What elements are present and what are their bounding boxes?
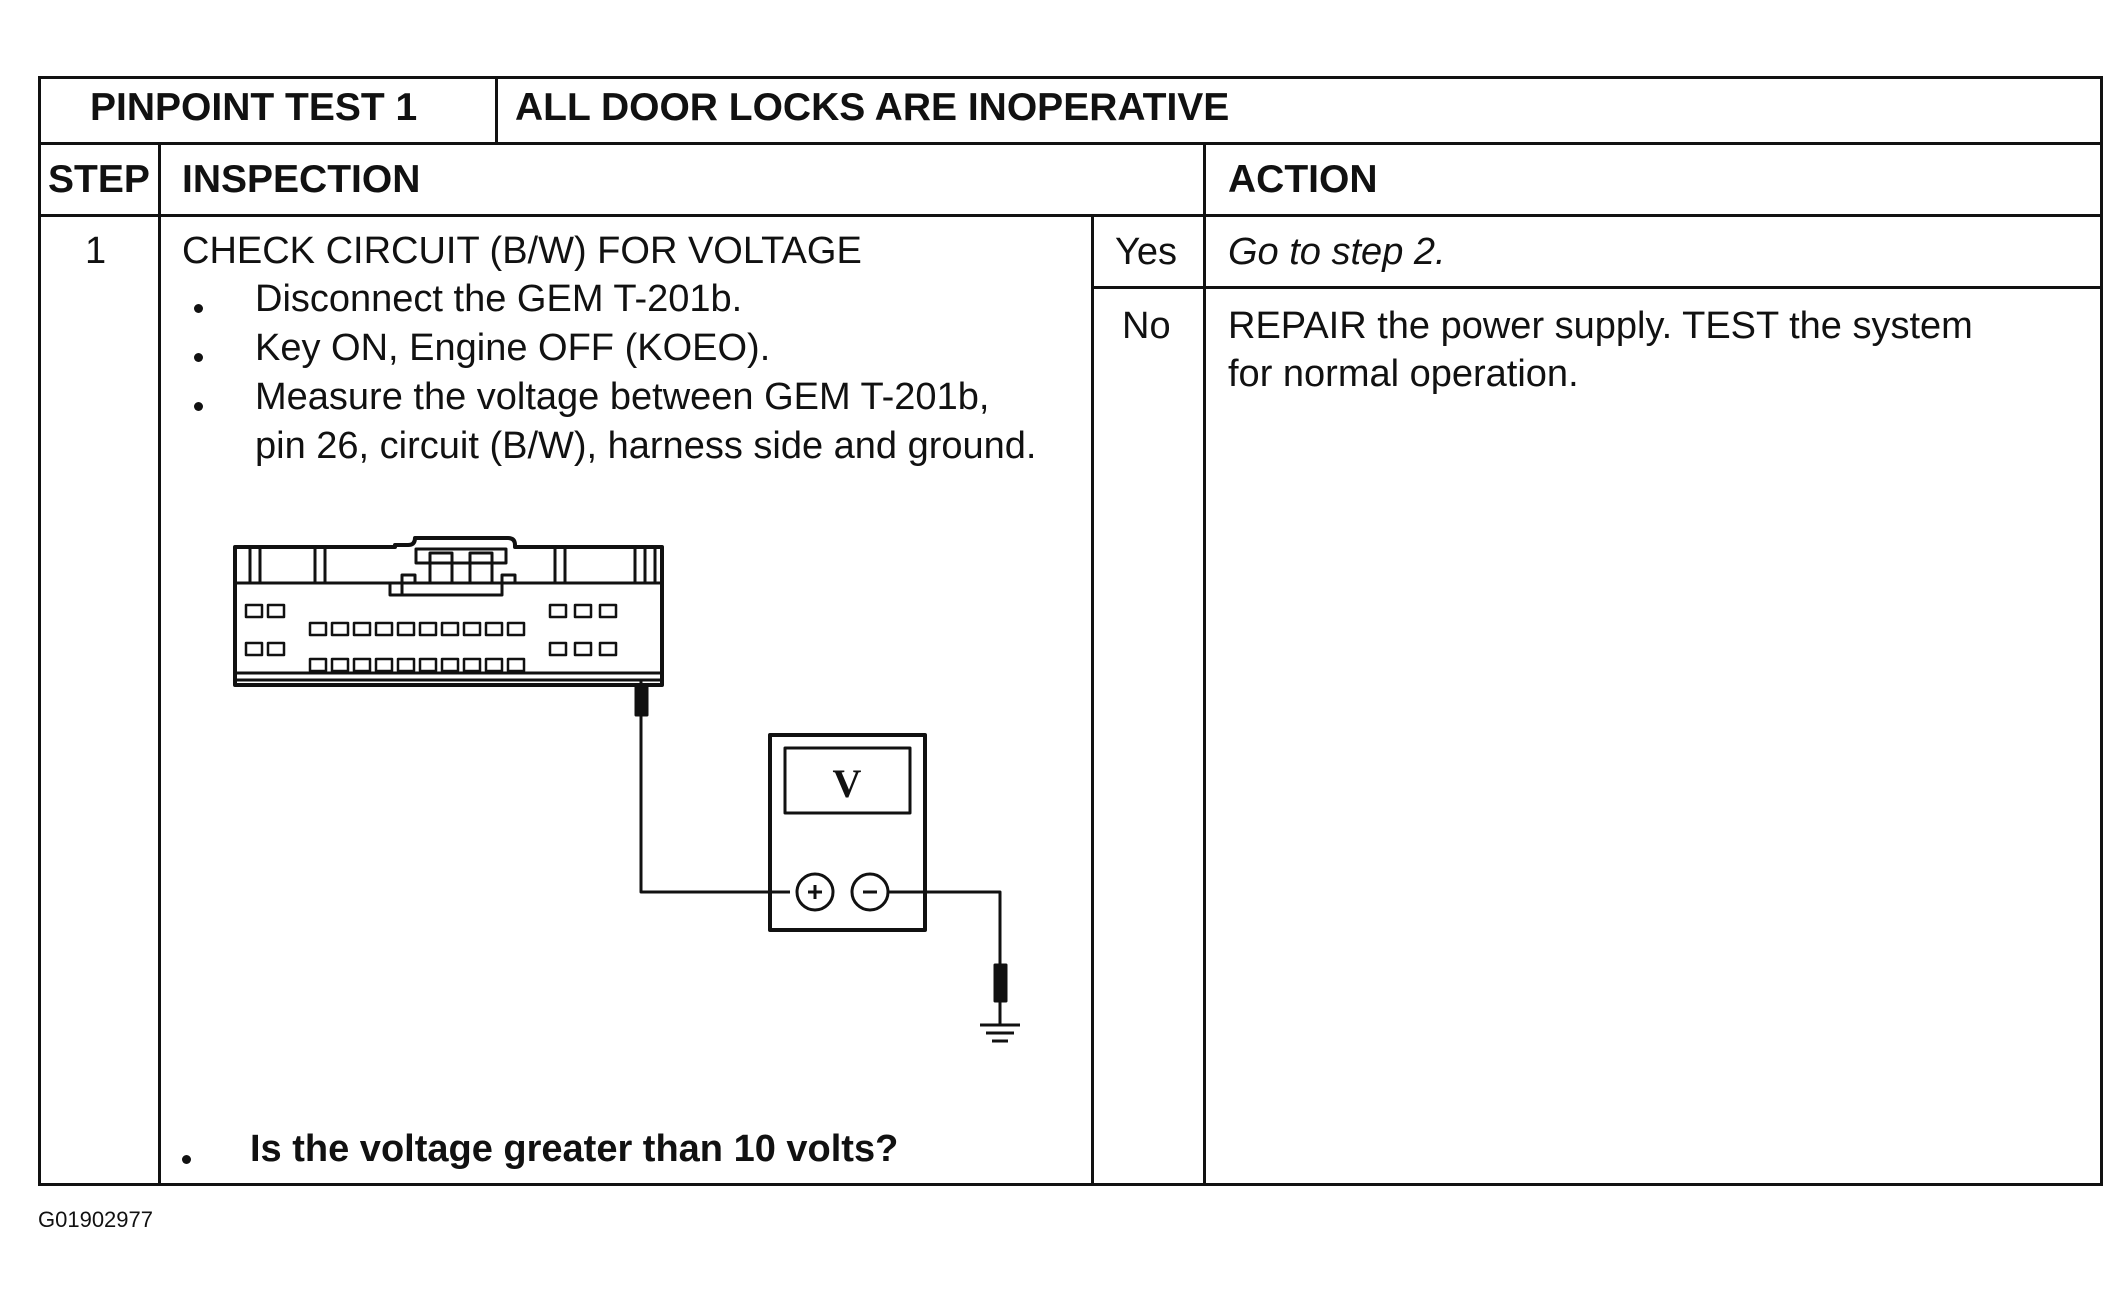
positive-probe-lead: [639, 680, 790, 894]
answer-action-divider: [1203, 142, 1206, 1186]
column-header-inspection: INSPECTION: [182, 158, 421, 201]
answer-no-action-line-1: REPAIR the power supply. TEST the system: [1228, 305, 1973, 347]
figure-id: G01902977: [38, 1207, 153, 1232]
answer-no-action-line-2: for normal operation.: [1228, 353, 1579, 395]
voltmeter-icon: [768, 733, 927, 932]
negative-probe-lead: [888, 890, 1002, 965]
instruction-3: Measure the voltage between GEM T-201b,: [255, 376, 990, 418]
header-row-bottom-border: [38, 214, 2103, 217]
table-top-border: [38, 76, 2103, 79]
test-id: PINPOINT TEST 1: [90, 86, 418, 129]
bullet-1: [194, 304, 203, 313]
instruction-2: Key ON, Engine OFF (KOEO).: [255, 327, 771, 369]
yes-row-bottom-border: [1094, 286, 2103, 289]
answer-yes-action: Go to step 2.: [1228, 231, 1446, 273]
table-bottom-border: [38, 1183, 2103, 1186]
table-right-border: [2100, 76, 2103, 1186]
step-number: 1: [85, 230, 107, 272]
instruction-1: Disconnect the GEM T-201b.: [255, 278, 743, 320]
negative-probe-tip: [993, 963, 1008, 1003]
bullet-question: [182, 1155, 191, 1164]
column-header-step: STEP: [48, 158, 150, 201]
positive-probe-tip: [634, 683, 649, 717]
inspection-question: Is the voltage greater than 10 volts?: [250, 1128, 899, 1170]
test-title: ALL DOOR LOCKS ARE INOPERATIVE: [515, 86, 1230, 129]
instruction-3-continued: pin 26, circuit (B/W), harness side and …: [255, 425, 1037, 467]
inspection-answer-divider: [1091, 214, 1094, 1186]
answer-yes-label: Yes: [1115, 231, 1177, 273]
connector-pins-row-1: [244, 603, 618, 637]
table-left-border: [38, 76, 41, 1186]
title-row-bottom-border: [38, 142, 2103, 145]
column-header-action: ACTION: [1228, 158, 1378, 201]
bullet-2: [194, 353, 203, 362]
title-divider: [495, 76, 498, 145]
ground-icon: [980, 1001, 1020, 1043]
bullet-3: [194, 402, 203, 411]
voltmeter-label: V: [833, 761, 862, 806]
step-column-divider: [158, 142, 161, 1186]
connector-pins-row-2: [244, 641, 618, 673]
step-title: CHECK CIRCUIT (B/W) FOR VOLTAGE: [182, 230, 862, 272]
voltage-measurement-diagram: V: [233, 536, 1020, 1043]
answer-no-label: No: [1122, 305, 1171, 347]
connector-icon: [233, 536, 664, 687]
